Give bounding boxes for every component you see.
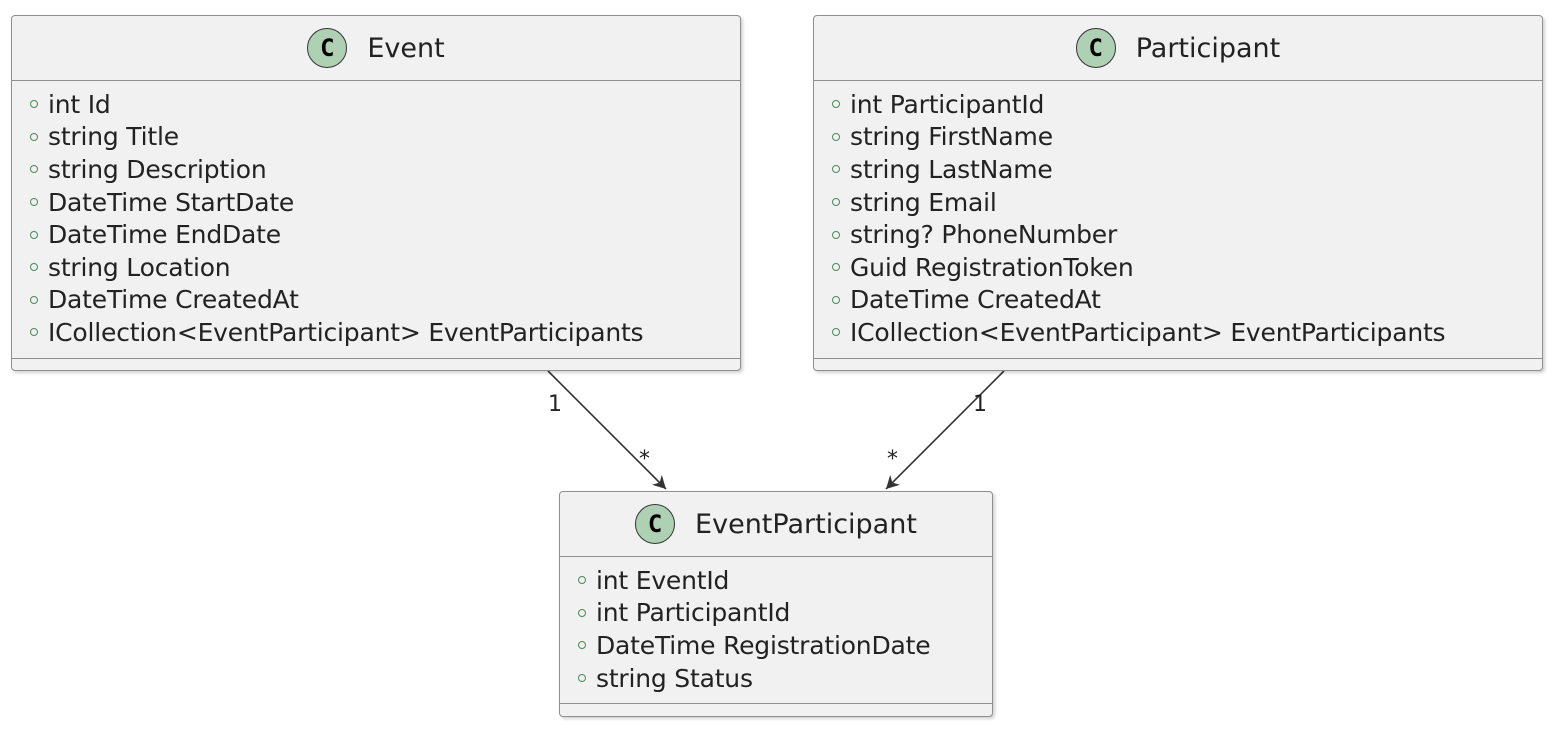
attribute-list: int ParticipantId string FirstName strin… [814, 81, 1542, 359]
public-visibility-icon [832, 132, 840, 141]
public-visibility-icon [30, 295, 38, 304]
attribute-row: string Email [814, 186, 1542, 219]
public-visibility-icon [30, 230, 38, 239]
association-event-to-eventparticipant [547, 370, 667, 490]
attribute-row: DateTime RegistrationDate [560, 629, 992, 662]
attribute-row: string Description [12, 153, 740, 186]
attribute-row: int EventId [560, 564, 992, 597]
public-visibility-icon [832, 198, 840, 207]
class-header: C Event [12, 16, 740, 81]
method-list [814, 359, 1542, 373]
attribute-row: DateTime EndDate [12, 218, 740, 251]
public-visibility-icon [832, 328, 840, 337]
class-name: Participant [1135, 32, 1281, 64]
attribute-row: DateTime CreatedAt [814, 284, 1542, 317]
attribute-row: ICollection<EventParticipant> EventParti… [814, 316, 1542, 349]
public-visibility-icon [832, 165, 840, 174]
attribute-row: string Status [560, 662, 992, 695]
class-eventparticipant[interactable]: C EventParticipant int EventId int Parti… [559, 491, 993, 717]
attribute-row: string FirstName [814, 121, 1542, 154]
public-visibility-icon [30, 165, 38, 174]
public-visibility-icon [832, 295, 840, 304]
public-visibility-icon [578, 674, 586, 683]
class-event[interactable]: C Event int Id string Title string Descr… [11, 15, 741, 371]
public-visibility-icon [30, 132, 38, 141]
class-participant[interactable]: C Participant int ParticipantId string F… [813, 15, 1543, 371]
public-visibility-icon [578, 608, 586, 617]
public-visibility-icon [832, 230, 840, 239]
class-header: C EventParticipant [560, 492, 992, 557]
public-visibility-icon [832, 263, 840, 272]
multiplicity-event-end: 1 [548, 392, 562, 417]
attribute-row: DateTime CreatedAt [12, 284, 740, 317]
attribute-row: int ParticipantId [560, 597, 992, 630]
attribute-row: Guid RegistrationToken [814, 251, 1542, 284]
public-visibility-icon [578, 576, 586, 585]
public-visibility-icon [832, 100, 840, 109]
attribute-list: int EventId int ParticipantId DateTime R… [560, 557, 992, 705]
class-stereotype-icon: C [307, 28, 348, 68]
multiplicity-eventparticipant-end-2: * [887, 447, 898, 472]
public-visibility-icon [30, 198, 38, 207]
class-stereotype-icon: C [635, 504, 676, 544]
attribute-row: DateTime StartDate [12, 186, 740, 219]
attribute-row: string LastName [814, 153, 1542, 186]
multiplicity-eventparticipant-end-1: * [639, 447, 650, 472]
attribute-row: string? PhoneNumber [814, 218, 1542, 251]
multiplicity-participant-end: 1 [973, 392, 987, 417]
method-list [560, 704, 992, 718]
association-participant-to-eventparticipant [885, 370, 1005, 490]
public-visibility-icon [30, 100, 38, 109]
class-stereotype-icon: C [1075, 28, 1116, 68]
class-name: Event [367, 32, 445, 64]
class-header: C Participant [814, 16, 1542, 81]
attribute-row: int ParticipantId [814, 88, 1542, 121]
attribute-row: string Title [12, 121, 740, 154]
attribute-row: ICollection<EventParticipant> EventParti… [12, 316, 740, 349]
attribute-list: int Id string Title string Description D… [12, 81, 740, 359]
public-visibility-icon [30, 328, 38, 337]
attribute-row: int Id [12, 88, 740, 121]
public-visibility-icon [30, 263, 38, 272]
method-list [12, 359, 740, 373]
public-visibility-icon [578, 641, 586, 650]
class-name: EventParticipant [695, 508, 917, 540]
attribute-row: string Location [12, 251, 740, 284]
